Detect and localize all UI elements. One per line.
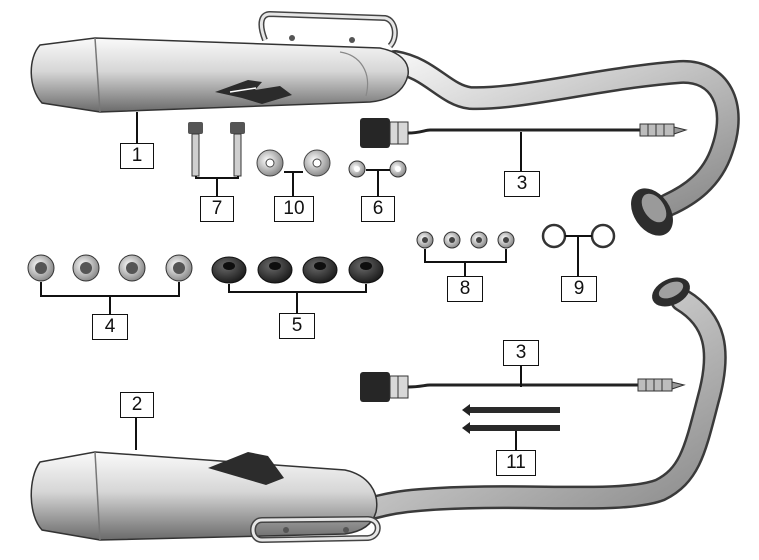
callout-1: 1 bbox=[120, 143, 154, 169]
washers-part6 bbox=[348, 160, 407, 178]
upper-flange bbox=[631, 188, 673, 236]
cable-ties-part11 bbox=[462, 404, 560, 434]
leader-lines bbox=[40, 112, 592, 450]
upper-muffler-body bbox=[30, 37, 409, 113]
upper-muffler-logo bbox=[215, 80, 292, 104]
callout-9: 9 bbox=[561, 276, 597, 302]
lower-flange bbox=[652, 277, 690, 307]
lower-muffler-bracket-plate bbox=[208, 452, 284, 485]
collars-part4 bbox=[27, 254, 193, 282]
callout-4: 4 bbox=[92, 314, 128, 340]
lower-header-pipe bbox=[360, 288, 727, 520]
callout-11: 11 bbox=[496, 450, 536, 476]
bolts-part7 bbox=[188, 122, 245, 177]
upper-exhaust-assembly bbox=[30, 10, 740, 236]
nuts-part8 bbox=[416, 231, 515, 249]
callout-7: 7 bbox=[200, 196, 234, 222]
callout-6: 6 bbox=[361, 196, 395, 222]
o2-sensor-lower bbox=[360, 372, 686, 402]
callout-2: 2 bbox=[120, 392, 154, 418]
lower-exhaust-assembly bbox=[30, 277, 727, 544]
callout-8: 8 bbox=[447, 276, 483, 302]
grommets-part5 bbox=[211, 256, 384, 284]
callout-10: 10 bbox=[274, 196, 314, 222]
lower-muffler-body bbox=[30, 451, 378, 541]
callout-5: 5 bbox=[279, 313, 315, 339]
callout-3-upper: 3 bbox=[504, 171, 540, 197]
callout-3-lower: 3 bbox=[503, 340, 539, 366]
o2-sensor-upper bbox=[360, 118, 688, 148]
washers-part10 bbox=[256, 149, 331, 177]
